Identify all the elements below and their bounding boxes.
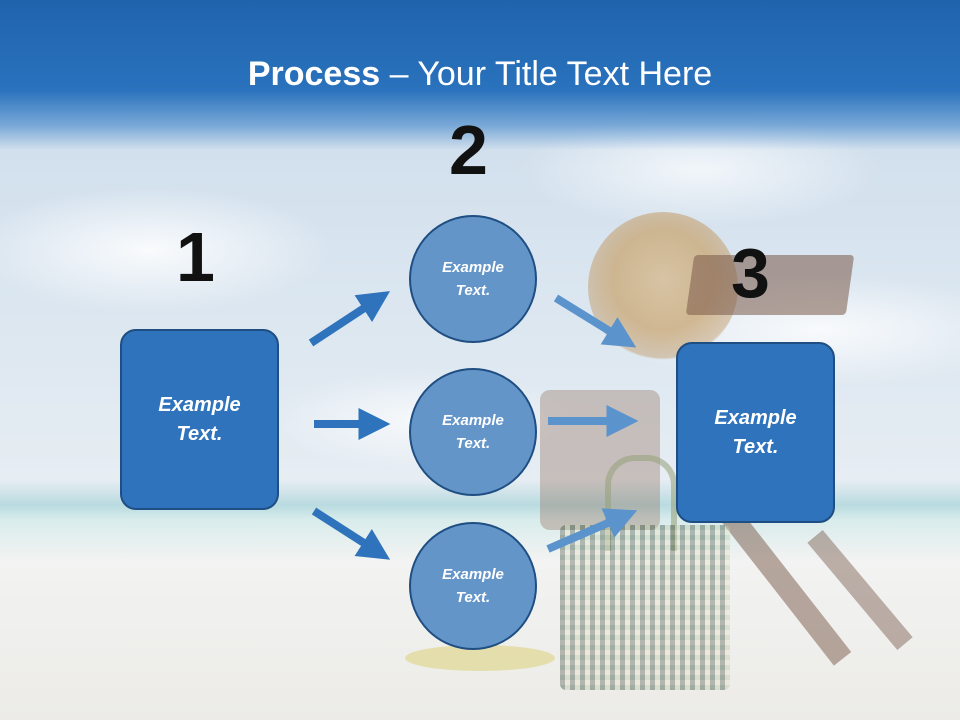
arrow-top-to-3 [553, 294, 637, 348]
step-3-number: 3 [731, 234, 770, 312]
step-3-box: Example Text. [676, 342, 835, 523]
step-1-box: Example Text. [120, 329, 279, 510]
step-2-circle-middle-text: Example Text. [442, 412, 504, 452]
step-2-circle-top-text: Example Text. [442, 259, 504, 299]
title-rest: – Your Title Text Here [380, 55, 713, 93]
arrow-1-to-bottom [311, 507, 391, 560]
step-2-circle-middle: Example Text. [409, 368, 537, 496]
step-2-number: 2 [449, 111, 488, 189]
title-bar [0, 0, 960, 150]
step-1-text: Example Text. [158, 393, 241, 445]
step-2-circle-top: Example Text. [409, 215, 537, 343]
arrow-1-to-top [308, 291, 391, 347]
step-2-circle-bottom: Example Text. [409, 522, 537, 650]
slide-title: Process – Your Title Text Here [0, 52, 960, 96]
step-3-text: Example Text. [714, 406, 797, 458]
step-2-circle-bottom-text: Example Text. [442, 566, 504, 606]
step-1-number: 1 [176, 218, 215, 296]
beach-bag-image [560, 525, 730, 690]
beach-bag-handle-image [605, 455, 677, 551]
title-bold: Process [247, 55, 381, 93]
arrow-bottom-to-3 [546, 508, 638, 553]
